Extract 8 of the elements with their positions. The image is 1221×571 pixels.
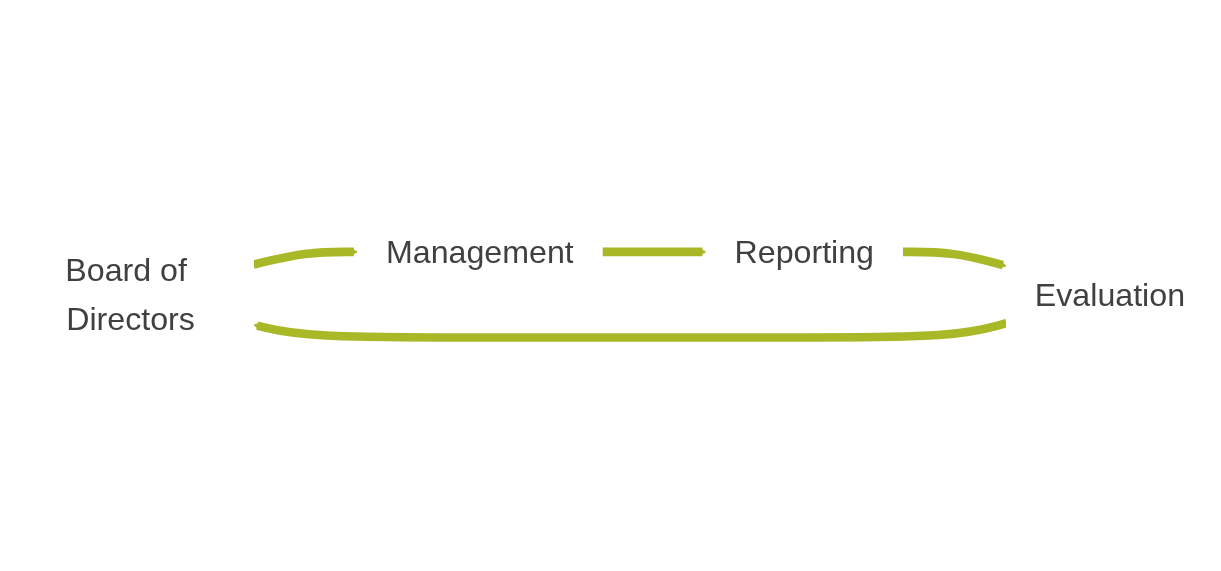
arrow bbox=[602, 247, 707, 257]
node-text: Management bbox=[385, 233, 574, 270]
node-text: Board of Directors bbox=[65, 252, 195, 337]
arrow bbox=[252, 247, 358, 269]
node-text: Evaluation bbox=[1034, 276, 1186, 313]
arrow bbox=[902, 247, 1007, 270]
arrow bbox=[253, 319, 1008, 342]
node-text: Reporting bbox=[734, 233, 875, 270]
